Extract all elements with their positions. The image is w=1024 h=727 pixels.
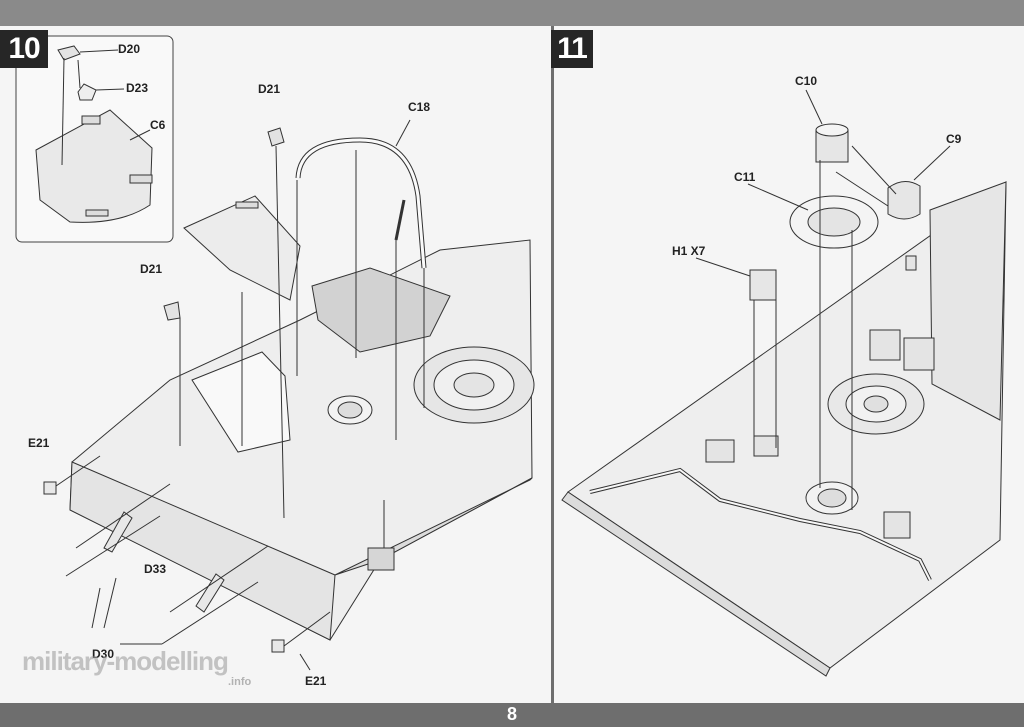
label-d20: D20 — [118, 42, 141, 56]
inset-hatch-plate — [35, 109, 153, 223]
label-c9: C9 — [946, 132, 962, 146]
label-d21-left: D21 — [140, 262, 163, 276]
engine-grille — [311, 267, 451, 353]
page-number: 8 — [506, 704, 517, 724]
step-number-11: 11 — [551, 30, 593, 68]
label-h1-x7: H1 X7 — [672, 244, 706, 258]
label-c11: C11 — [734, 170, 756, 184]
label-c6: C6 — [150, 118, 166, 132]
top-bar — [0, 0, 1024, 26]
label-d23: D23 — [126, 81, 149, 95]
label-c18: C18 — [408, 100, 431, 114]
part-c9 — [887, 181, 921, 220]
part-h1 — [749, 269, 777, 301]
bottom-bar — [0, 703, 1024, 727]
label-d21-top: D21 — [258, 82, 281, 96]
label-e21-left: E21 — [28, 436, 50, 450]
watermark-suffix: .info — [228, 676, 252, 688]
step-11-drawing — [561, 89, 1007, 677]
step-10-drawing — [15, 35, 535, 671]
label-c10: C10 — [795, 74, 818, 88]
label-d30: D30 — [92, 647, 115, 661]
step-number-10: 10 — [0, 30, 48, 68]
hull-hatch — [183, 195, 301, 301]
page-divider — [551, 26, 554, 703]
label-d33: D33 — [144, 562, 167, 576]
label-e21-bottom: E21 — [305, 674, 327, 688]
watermark-text: military-modelling — [22, 646, 229, 676]
